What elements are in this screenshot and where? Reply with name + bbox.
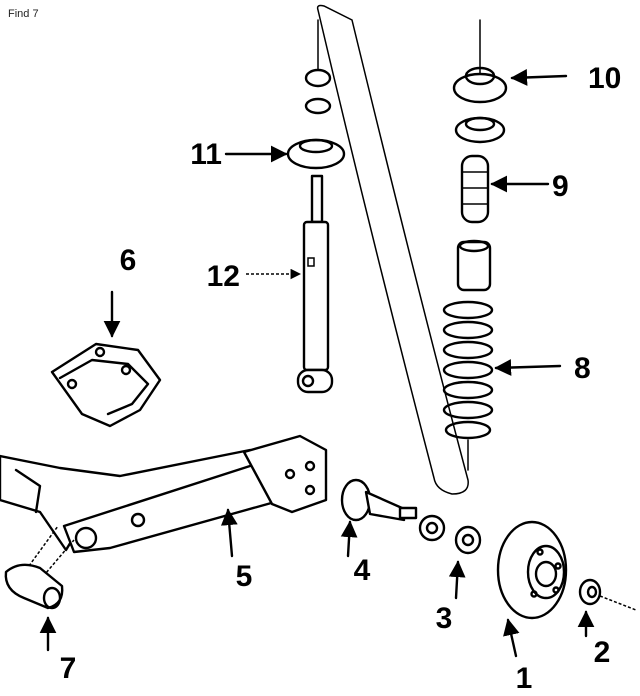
outline-loop [316,4,469,495]
callout-11: 11 [190,138,222,171]
callout-5: 5 [236,560,253,593]
callout-1: 1 [516,662,533,695]
callout-3: 3 [436,602,453,635]
bushing-part [4,525,75,610]
callout-12: 12 [207,260,240,293]
trailing-arm-part [0,434,328,554]
bump-stop-part [456,154,492,292]
callout-8: 8 [574,352,591,385]
page-title: Find 7 [8,8,39,20]
bracket-part [50,342,162,428]
coil-spring-part [442,300,494,471]
brake-drum-part [496,520,568,620]
callout-arrows [39,69,595,658]
callout-10: 10 [588,62,621,95]
callout-7: 7 [60,652,77,685]
callout-6: 6 [120,244,137,277]
shock-mount-part [286,19,346,170]
callout-9: 9 [552,170,569,203]
shock-absorber-part [296,174,334,394]
stub-axle-part [340,478,418,522]
callout-4: 4 [354,554,371,587]
bearing-part [418,514,482,555]
nut-part [578,578,637,611]
top-mount-part [452,19,508,144]
callout-2: 2 [594,636,611,669]
